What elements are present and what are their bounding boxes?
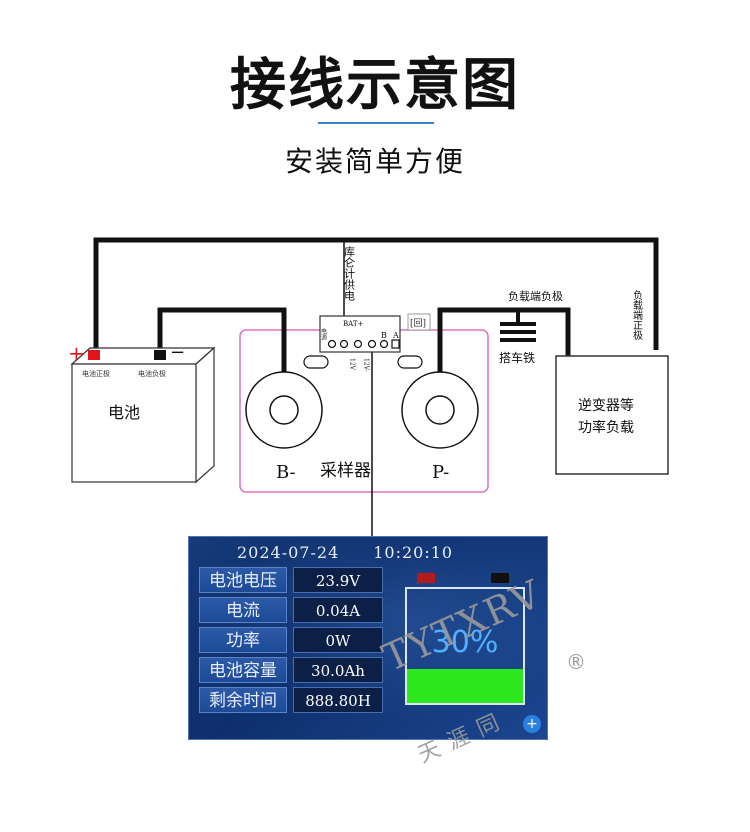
plus-icon[interactable]: + bbox=[523, 715, 541, 733]
wire-battery-neg-to-bminus bbox=[157, 307, 287, 410]
sampler-slot-left bbox=[303, 355, 329, 369]
p-minus-label: P- bbox=[432, 462, 449, 483]
battery-neg-terminal bbox=[154, 350, 166, 360]
sampler-label: 采样器 bbox=[320, 461, 371, 481]
battery-gauge-fill bbox=[407, 668, 523, 703]
terminal-3 bbox=[353, 339, 363, 349]
terminal-2 bbox=[339, 339, 349, 349]
ground-box-label: [回] bbox=[410, 318, 426, 329]
terminal-1 bbox=[327, 339, 337, 349]
sampler-side-mark: 电源 bbox=[320, 327, 327, 341]
row-value: 888.80H bbox=[293, 687, 383, 713]
load-pos-label: 负载端正极 bbox=[631, 289, 643, 341]
battery-plus-sign: + bbox=[68, 341, 85, 365]
battery-gauge-neg-terminal bbox=[491, 573, 509, 583]
port-12v-label: 12V bbox=[349, 358, 356, 371]
title-underline bbox=[318, 122, 434, 124]
battery-neg-label: 电池负极 bbox=[138, 369, 166, 378]
port-b-label: B bbox=[381, 331, 387, 340]
b-minus-label: B- bbox=[276, 462, 296, 483]
display-screen: 2024-07-24 10:20:10 电池电压 23.9V 电流 0.04A 功… bbox=[188, 536, 548, 740]
inverter-line2: 功率负载 bbox=[578, 419, 634, 436]
row-key: 剩余时间 bbox=[199, 687, 287, 713]
page-subtitle: 安装简单方便 bbox=[284, 145, 465, 178]
row-key: 电流 bbox=[199, 597, 287, 623]
row-key: 电池电压 bbox=[199, 567, 287, 593]
terminal-5 bbox=[379, 339, 389, 349]
wire-battery-pos-to-load bbox=[93, 237, 659, 350]
screen-datetime: 2024-07-24 10:20:10 bbox=[237, 543, 487, 562]
battery-gauge bbox=[405, 587, 525, 705]
inverter-line1: 逆变器等 bbox=[578, 397, 634, 414]
port-12v-minus-label: 12V- bbox=[363, 358, 370, 371]
row-value: 30.0Ah bbox=[293, 657, 383, 683]
battery-front-face bbox=[71, 363, 197, 483]
wire-pminus-to-load-neg bbox=[437, 307, 571, 410]
terminal-4 bbox=[367, 339, 377, 349]
b-minus-ring-inner bbox=[269, 395, 299, 425]
battery-pos-terminal bbox=[88, 350, 100, 360]
battery-minus-sign: − bbox=[170, 342, 185, 363]
screen-time: 10:20:10 bbox=[373, 543, 454, 562]
battery-side-face bbox=[195, 346, 215, 484]
ground-box bbox=[407, 313, 431, 331]
row-value: 0W bbox=[293, 627, 383, 653]
inverter-box bbox=[555, 355, 669, 475]
coulomb-supply-label: 库仑计供电 bbox=[343, 246, 356, 301]
p-minus-ring-inner bbox=[425, 395, 455, 425]
row-key: 电池容量 bbox=[199, 657, 287, 683]
sampler-slot-right bbox=[397, 355, 423, 369]
row-value: 0.04A bbox=[293, 597, 383, 623]
row-key: 功率 bbox=[199, 627, 287, 653]
port-a-label: A bbox=[392, 331, 399, 340]
battery-pos-label: 电池正极 bbox=[82, 369, 110, 378]
terminal-6 bbox=[391, 339, 400, 349]
chassis-label: 搭车铁 bbox=[499, 350, 535, 365]
sampler-bat-plus-label: BAT+ bbox=[343, 320, 363, 328]
screen-date: 2024-07-24 bbox=[237, 543, 340, 562]
load-neg-label: 负载端负极 bbox=[508, 289, 563, 303]
battery-gauge-pos-terminal bbox=[417, 573, 435, 583]
battery-label: 电池 bbox=[108, 403, 140, 422]
page-title: 接线示意图 bbox=[230, 53, 520, 118]
row-value: 23.9V bbox=[293, 567, 383, 593]
battery-percent: 30% bbox=[431, 625, 499, 660]
watermark-reg: ® bbox=[566, 650, 586, 674]
